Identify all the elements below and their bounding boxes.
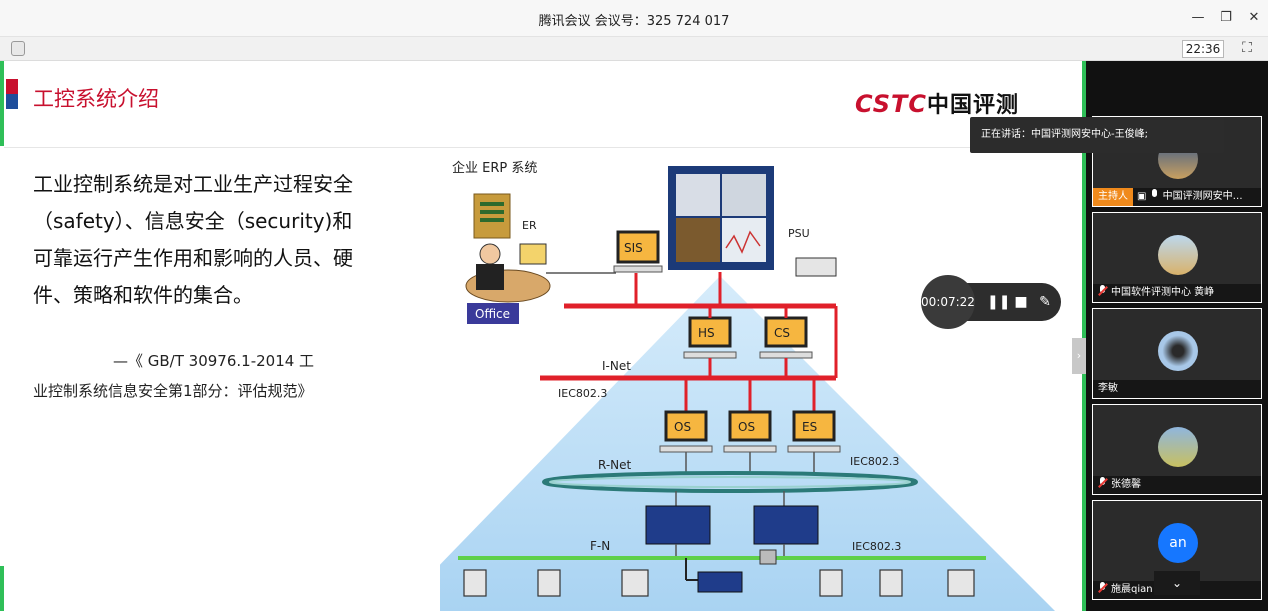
citation-line-2: 业控制系统信息安全第1部分：评估规范》 (33, 382, 313, 400)
close-icon[interactable]: ✕ (1248, 10, 1260, 25)
citation-line-1: —《 GB/T 30976.1-2014 工 (113, 352, 315, 370)
participant-label: 张德馨 (1093, 476, 1261, 494)
brand-latin: CSTC (855, 90, 928, 118)
recording-controls: 00:07:22 ❚❚ ■ ✎ (921, 275, 1061, 329)
os-workstation-2 (728, 410, 772, 442)
share-border-right (1082, 61, 1086, 611)
meeting-toolbar: 22:36 ⛶ (0, 37, 1268, 61)
title-divider (4, 147, 1082, 148)
os1-label: OS (674, 420, 691, 434)
restore-icon[interactable]: ❐ (1220, 10, 1232, 25)
field-device-1 (463, 569, 487, 597)
fullscreen-icon[interactable]: ⛶ (1242, 40, 1252, 56)
erp-document-icon (473, 193, 511, 239)
office-monitor-icon (519, 243, 547, 265)
cs-label: CS (774, 326, 790, 340)
participant-name: 中国软件评测中心 黄峥 (1111, 287, 1215, 298)
mic-muted-icon (1098, 477, 1107, 489)
title-marker-red (6, 79, 18, 94)
office-badge (467, 303, 519, 324)
share-border-left (0, 61, 4, 146)
field-device-4 (819, 569, 843, 597)
os2-label: OS (738, 420, 755, 434)
screen-share-icon: ▣ (1137, 191, 1147, 202)
inet-label: I-Net (602, 359, 631, 373)
hs-workstation (688, 316, 732, 348)
title-bar: 腾讯会议 会议号：325 724 017 — ❐ ✕ (0, 0, 1268, 37)
iec-label-2: IEC802.3 (850, 455, 899, 468)
office-label: Office (475, 307, 510, 321)
pyramid-background (440, 276, 1055, 611)
window-title: 腾讯会议 会议号：325 724 017 (538, 14, 730, 29)
erp-label: 企业 ERP 系统 (452, 160, 537, 176)
annotate-pen-icon[interactable]: ✎ (1039, 294, 1051, 310)
avatar-initials: an (1158, 523, 1198, 563)
office-worker-icon (479, 243, 501, 265)
avatar (1158, 427, 1198, 467)
mic-muted-icon (1098, 285, 1107, 297)
avatar (1158, 235, 1198, 275)
avatar (1158, 331, 1198, 371)
rnet-ring (542, 471, 918, 493)
share-border-left-bottom (0, 566, 4, 611)
controller-1 (645, 505, 711, 545)
participant-name: 张德馨 (1111, 479, 1141, 490)
fn-label: F-N (590, 539, 610, 553)
cstc-logo: CSTC中国评测 (855, 87, 1019, 119)
citation: —《 GB/T 30976.1-2014 工 业控制系统信息安全第1部分：评估规… (33, 346, 363, 406)
er-label: ER (522, 219, 537, 232)
stop-icon[interactable]: ■ (1014, 294, 1028, 310)
collapse-sidebar-button[interactable]: › (1072, 338, 1086, 374)
field-device-6 (947, 569, 975, 597)
field-device-5 (879, 569, 903, 597)
ics-network-diagram: 企业 ERP 系统 ER Office SIS PSU HS CS (440, 160, 1055, 611)
speaking-indicator: 正在讲话：中国评测网安中心-王俊峰; (970, 117, 1224, 153)
gateway-icon (759, 549, 777, 565)
es-workstation (792, 410, 836, 442)
psu-label: PSU (788, 227, 810, 240)
hs-label: HS (698, 326, 715, 340)
mic-muted-icon (1098, 582, 1107, 594)
field-device-3 (621, 569, 649, 597)
pause-icon[interactable]: ❚❚ (987, 294, 1011, 310)
field-device-2 (537, 569, 561, 597)
meeting-clock: 22:36 (1182, 40, 1224, 58)
es-label: ES (802, 420, 817, 434)
participant-label: 李敏 (1093, 380, 1261, 398)
psu-printer-icon (795, 257, 837, 277)
controller-2 (753, 505, 819, 545)
iec-label-3: IEC802.3 (852, 540, 901, 553)
participant-label: 主持人 ▣ 中国评测网安中… (1093, 188, 1261, 206)
definition-text: 工业控制系统是对工业生产过程安全（safety）、信息安全（security)和… (33, 172, 353, 307)
host-badge: 主持人 (1093, 188, 1133, 206)
minimize-icon[interactable]: — (1191, 10, 1205, 25)
chevron-down-icon[interactable]: ⌄ (1154, 571, 1200, 595)
rnet-label: R-Net (598, 458, 632, 472)
participant-name: 中国评测网安中… (1162, 191, 1243, 202)
slide-title: 工控系统介绍 (33, 87, 159, 111)
os-workstation-1 (664, 410, 708, 442)
shared-screen: 工控系统介绍 CSTC中国评测 工业控制系统是对工业生产过程安全（safety）… (0, 61, 1086, 611)
participant-tile-3[interactable]: 李敏 (1092, 308, 1262, 399)
brand-cn: 中国评测 (927, 93, 1020, 118)
recording-timer: 00:07:22 (921, 275, 975, 329)
shield-icon[interactable] (11, 41, 25, 56)
participant-name: 施晨qian (1111, 584, 1153, 595)
title-marker-blue (6, 94, 18, 109)
mic-icon (1150, 189, 1159, 201)
participant-tile-2[interactable]: 中国软件评测中心 黄峥 (1092, 212, 1262, 303)
io-module (697, 571, 743, 593)
participant-tile-4[interactable]: 张德馨 (1092, 404, 1262, 495)
participant-name: 李敏 (1098, 383, 1118, 394)
iec-label-1: IEC802.3 (558, 387, 607, 400)
sis-label: SIS (624, 241, 643, 255)
sis-workstation (616, 230, 660, 264)
participant-label: 中国软件评测中心 黄峥 (1093, 284, 1261, 302)
